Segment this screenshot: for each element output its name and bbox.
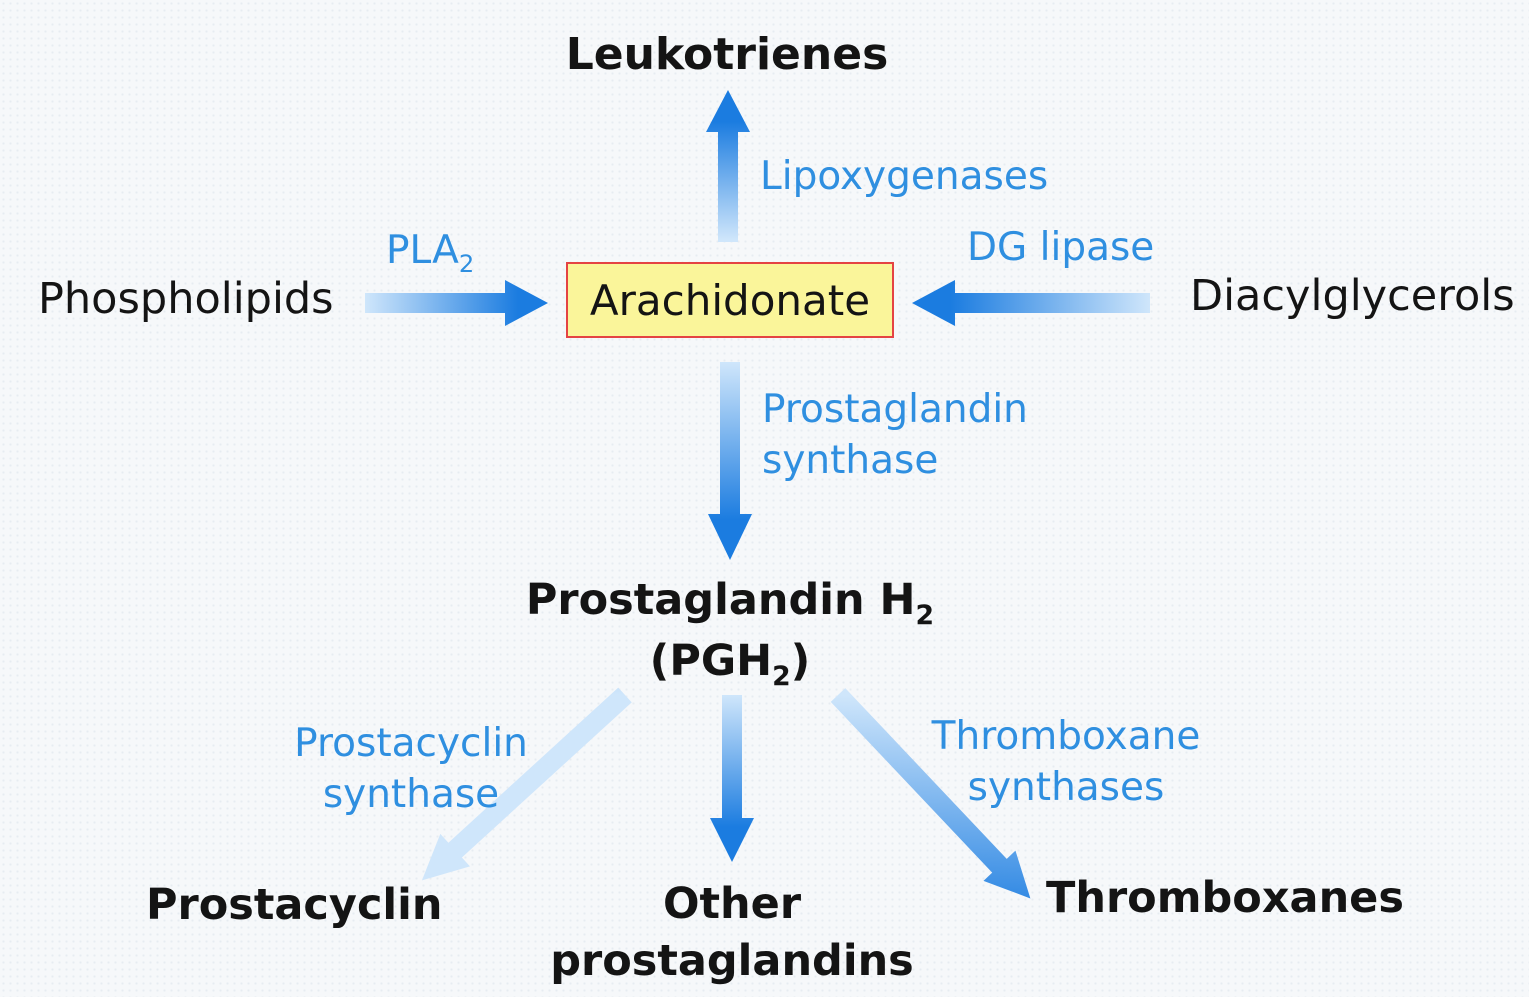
node-arachidonate: Arachidonate [589,275,871,325]
prostaglandin-synthase-line-2: synthase [762,438,939,484]
pla2-subscript: 2 [458,250,475,279]
arrow-phospholipids-to-arachidonate [365,280,548,326]
prostacyclin-synthase-line-1: Prostacyclin [294,721,528,766]
arrow-diacylglycerols-to-arachidonate [912,280,1150,326]
enzyme-pla2: PLA2 [386,225,474,281]
prostaglandin-synthase-line-1: Prostaglandin [762,387,1028,432]
other-prostaglandins-line-1: Other [662,879,802,929]
pgh2-subscript: 2 [915,600,935,632]
enzyme-thromboxane-synthases: Thromboxane synthases [932,711,1201,814]
arrow-pgh2-to-other-prostaglandins [710,695,754,862]
arrow-pgh2-to-prostacyclin [421,687,632,881]
pgh2-abbrev-subscript: 2 [772,661,791,693]
prostacyclin-synthase-line-2: synthase [322,772,500,818]
pgh2-name: Prostaglandin H [525,575,916,625]
node-thromboxanes: Thromboxanes [1046,873,1404,923]
node-diacylglycerols: Diacylglycerols [1190,271,1515,321]
enzyme-dg-lipase: DG lipase [967,225,1155,270]
node-pgh2: Prostaglandin H2 (PGH2) [526,572,934,695]
arrow-pgh2-to-thromboxanes [830,688,1031,899]
enzyme-prostaglandin-synthase: Prostaglandin synthase [762,384,1028,487]
pgh2-line-2: (PGH2) [526,633,934,694]
enzyme-lipoxygenases: Lipoxygenases [760,154,1049,199]
other-prostaglandins-line-2: prostaglandins [550,935,914,986]
pgh2-abbrev-close: ) [790,636,811,687]
node-arachidonate-box: Arachidonate [566,262,894,338]
pgh2-abbrev: (PGH [649,636,773,687]
node-phospholipids: Phospholipids [38,274,334,324]
arrow-arachidonate-to-pgh2 [708,362,752,560]
enzyme-prostacyclin-synthase: Prostacyclin synthase [294,718,528,821]
node-other-prostaglandins: Other prostaglandins [550,876,914,990]
arrow-arachidonate-to-leukotrienes [706,90,750,242]
pla2-name: PLA [386,228,459,273]
pgh2-line-1: Prostaglandin H2 [526,572,934,633]
node-prostacyclin: Prostacyclin [146,880,443,930]
node-leukotrienes: Leukotrienes [565,29,889,80]
thromboxane-synthases-line-2: synthases [967,765,1165,811]
thromboxane-synthases-line-1: Thromboxane [931,714,1201,759]
